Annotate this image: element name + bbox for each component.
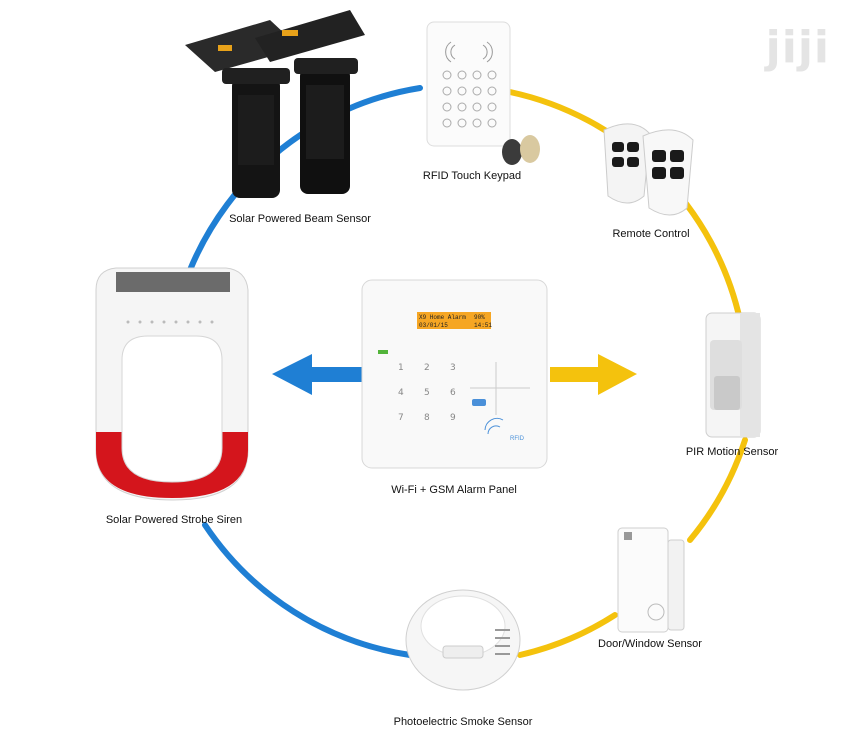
screen-line2-right: 14:51 bbox=[474, 322, 492, 329]
blue-arc-top bbox=[187, 85, 423, 273]
yellow-arc-right bbox=[687, 437, 748, 543]
svg-text:9: 9 bbox=[450, 413, 456, 423]
screen-line2-left: 03/01/15 bbox=[419, 322, 448, 329]
label-panel: Wi-Fi + GSM Alarm Panel bbox=[391, 484, 517, 496]
svg-text:7: 7 bbox=[398, 413, 404, 423]
label-remote: Remote Control bbox=[612, 228, 690, 240]
remote-control-image bbox=[603, 123, 694, 216]
svg-text:8: 8 bbox=[424, 413, 430, 423]
pir-sensor-image bbox=[705, 312, 761, 438]
blue-arc-bottom bbox=[202, 522, 413, 658]
door-window-sensor-image bbox=[617, 527, 685, 633]
svg-text:4: 4 bbox=[398, 388, 404, 398]
screen-line1-right: 90% bbox=[474, 314, 485, 321]
label-pir: PIR Motion Sensor bbox=[685, 446, 779, 458]
label-siren: Solar Powered Strobe Siren bbox=[105, 514, 243, 526]
label-beam-sensor: Solar Powered Beam Sensor bbox=[229, 213, 371, 225]
label-keypad: RFID Touch Keypad bbox=[422, 170, 522, 182]
svg-text:5: 5 bbox=[424, 388, 430, 398]
panel-screen bbox=[417, 312, 491, 329]
smoke-sensor-image bbox=[405, 589, 521, 691]
strobe-siren-image bbox=[95, 267, 249, 501]
rfid-keypad-image bbox=[426, 21, 540, 165]
alarm-panel-image: X9 Home Alarm 90% 03/01/15 14:51 1 2 3 4 5 6… bbox=[361, 279, 548, 469]
rfid-text: RFID bbox=[510, 436, 525, 442]
screen-line1-left: X9 Home Alarm bbox=[419, 314, 466, 321]
right-arrow bbox=[550, 354, 637, 395]
svg-text:3: 3 bbox=[450, 363, 456, 373]
yellow-arc-bottom bbox=[517, 612, 618, 658]
watermark: jiji bbox=[765, 22, 830, 73]
svg-text:6: 6 bbox=[450, 388, 456, 398]
label-smoke: Photoelectric Smoke Sensor bbox=[393, 716, 533, 728]
beam-sensor-image bbox=[185, 10, 365, 198]
svg-text:1: 1 bbox=[398, 363, 404, 373]
svg-text:2: 2 bbox=[424, 363, 430, 373]
label-door-window: Door/Window Sensor bbox=[598, 638, 702, 650]
left-arrow bbox=[272, 354, 362, 395]
